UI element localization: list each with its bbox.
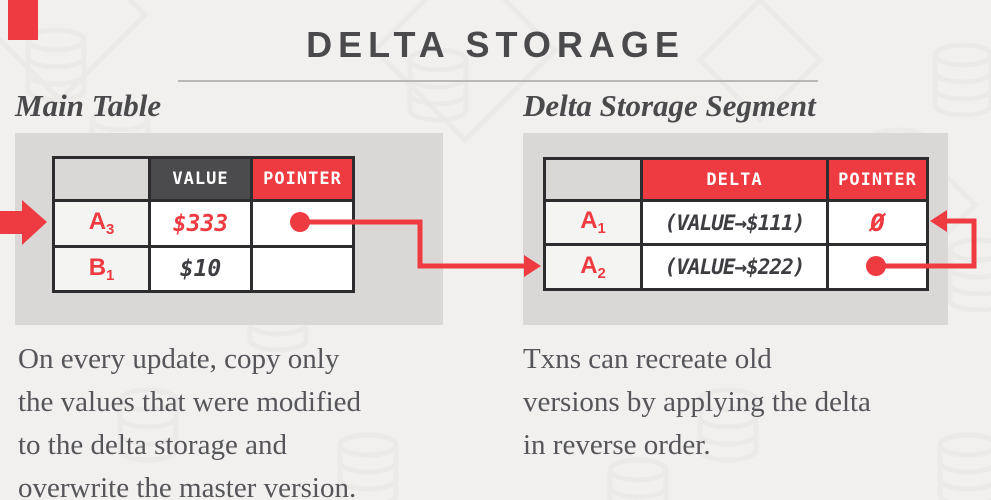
- row-key-a3: A3: [52, 199, 151, 248]
- delta-segment-caption: Txns can recreate old versions by applyi…: [523, 338, 988, 467]
- value-cell-b1: $10: [148, 245, 253, 293]
- caption-line: the values that were modified: [18, 386, 362, 418]
- pointer-cell-a2: [826, 243, 929, 291]
- delta-segment-heading: Delta Storage Segment: [523, 88, 816, 123]
- delta-column-header: DELTA: [640, 157, 829, 202]
- main-table-caption: On every update, copy only the values th…: [18, 338, 508, 500]
- caption-line: to the delta storage and: [18, 429, 287, 461]
- pointer-column-header: POINTER: [826, 157, 929, 202]
- delta-cell-a1: (VALUE→$111): [640, 199, 829, 246]
- main-table-heading: Main Table: [15, 88, 162, 123]
- row-key-b1: B1: [52, 245, 151, 293]
- delta-cell-a2: (VALUE→$222): [640, 243, 829, 291]
- value-cell-a3-highlighted: $333: [148, 199, 253, 248]
- pointer-cell-a1-null: Ø: [826, 199, 929, 246]
- empty-corner: [52, 156, 151, 202]
- pointer-cell-a3: [250, 199, 355, 248]
- row-key-a1: A1: [543, 199, 643, 246]
- caption-line: On every update, copy only: [18, 343, 340, 375]
- pointer-column-header: POINTER: [250, 156, 355, 202]
- empty-corner: [543, 157, 643, 202]
- row-key-a2: A2: [543, 243, 643, 291]
- main-table: VALUE POINTER A3 $333 B1 $10: [52, 156, 355, 293]
- caption-line: overwrite the master version.: [18, 472, 357, 500]
- delta-storage-table: DELTA POINTER A1 (VALUE→$111) Ø A2 (VALU…: [543, 157, 929, 291]
- caption-line: versions by applying the delta: [523, 386, 871, 418]
- pointer-cell-b1: [250, 245, 355, 293]
- caption-line: in reverse order.: [523, 429, 711, 461]
- corner-accent: [8, 0, 38, 40]
- table-row: A3 $333: [52, 199, 355, 248]
- title-underline: [178, 80, 818, 82]
- table-row: A2 (VALUE→$222): [543, 243, 929, 291]
- table-row: A1 (VALUE→$111) Ø: [543, 199, 929, 246]
- table-row: B1 $10: [52, 245, 355, 293]
- value-column-header: VALUE: [148, 156, 253, 202]
- page-title: DELTA STORAGE: [306, 24, 685, 65]
- caption-line: Txns can recreate old: [523, 343, 772, 375]
